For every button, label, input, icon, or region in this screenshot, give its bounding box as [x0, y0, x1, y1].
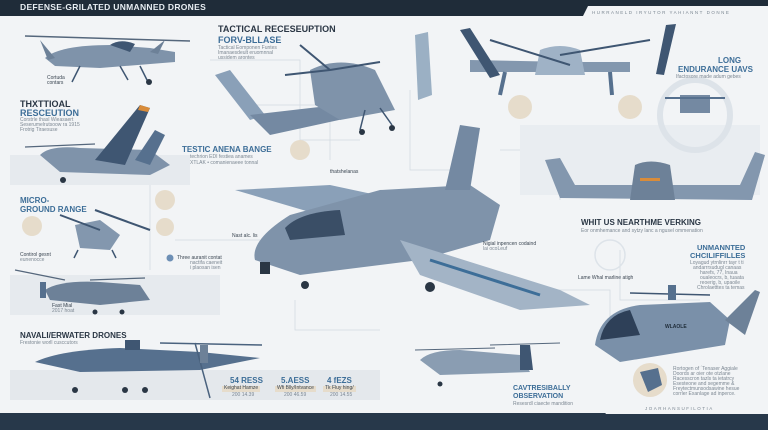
long-subtitle: Ifactosore made adum gebes	[676, 74, 741, 80]
cortuda-label: Cortuda	[47, 75, 65, 81]
naval-drone	[35, 340, 263, 399]
rescue-desc: Frotrig Tiraesuse	[20, 127, 58, 133]
fast-label: 2017 hoat	[52, 308, 75, 314]
long-title: ENDURANCE UAVS	[678, 65, 753, 74]
nigial-label: Nigial inpencen codaind	[483, 241, 537, 247]
quadrotor-drone-long-endurance	[460, 24, 676, 119]
testic-sub: techrion EDI festiea anames	[190, 154, 253, 160]
unmanned-desc: reoerig, b, upaoile	[700, 280, 741, 286]
unmanned-desc: oualeocrs, b, tuaata	[700, 275, 744, 281]
control-label: Contirol gesnt	[20, 252, 51, 258]
observation-title: OBSERVATION	[513, 393, 564, 400]
stat-label: Tk Fluy hing/	[323, 385, 356, 392]
footer-bar	[0, 413, 768, 430]
stat-label: Wfi Blly/Intvance	[275, 385, 316, 392]
unmanned-desc: Chrolaetttes ta temas	[697, 285, 745, 291]
fast-label: Fast Mial	[52, 303, 73, 309]
helicopter-drone-top-left	[24, 35, 191, 85]
helicopter-drone-unmanned	[595, 285, 760, 362]
tactical-title: TACTICAL RECESEUPTION	[218, 24, 336, 34]
ring	[657, 77, 733, 153]
nigial-label: lai ocoLeuf	[483, 246, 508, 252]
rortogen-desc: Doords ar oier ote otzlane	[673, 371, 731, 377]
three-label: i plaosan isen	[190, 265, 221, 271]
naval-subtitle: Frestonie worll cusccutors	[20, 340, 78, 346]
rescue-desc: Corstrle thasl Wieasaert	[20, 117, 74, 123]
stat-value: 4 fEZS	[327, 376, 352, 385]
footer-label: JOARHANSUFILOTIA	[645, 406, 714, 411]
rortogen-desc: Esesteone and segemme &	[673, 381, 735, 387]
long-title: LONG	[718, 56, 742, 65]
unmanned-desc: harefs, 77, Inaua	[700, 270, 738, 276]
whit-title: WHIT US NEARTHME VERKING	[581, 218, 701, 227]
lame-label: Lame Whal marline atigh	[578, 275, 634, 281]
stat-number: 200 14.55	[330, 392, 353, 398]
stat-number: 200 46.59	[284, 392, 307, 398]
page-title: DEFENSE-GRILATED UNMANNED DRONES	[20, 2, 207, 12]
observation-title: CAVTRESIBALLY	[513, 385, 571, 392]
tactical-desc: ussidem arontes	[218, 55, 255, 61]
control-label: eunenocce	[20, 257, 45, 263]
unmanned-title: UNMANNTED	[697, 243, 746, 252]
fixed-wing-drone-right	[545, 152, 765, 200]
stat-value: 54 RESS	[230, 376, 263, 385]
three-label: Three auranit contat	[177, 255, 222, 261]
rortogen-desc: Racesscron tazls ta ietatrcy	[673, 376, 735, 382]
stat-number: 200 14.39	[232, 392, 255, 398]
testic-sub: XTLAK • comanienaeee tonnal	[190, 160, 259, 166]
rescue-title: THXTTIOAL	[20, 99, 71, 109]
nast-label: Nast alc. lis	[232, 233, 258, 239]
small-quad-drone	[665, 95, 725, 113]
three-label: nactifa caeneit	[190, 260, 223, 266]
header-subpanel	[580, 6, 768, 22]
unmanned-desc: Loyagud ytrnlinrr tayr t ti	[690, 260, 744, 266]
observation-subtitle: Resesrdl ciaecte mandition	[513, 401, 574, 407]
naval-title: NAVALI/ERWATER DRONES	[20, 331, 127, 340]
rescue-desc: Seserumelrutsoow ra 1915	[20, 122, 80, 128]
micro-title: MICRO-	[20, 196, 50, 205]
unmanned-desc: andarrrsudugl canaas	[693, 265, 742, 271]
tactical-desc: Imanaesdeult eruomnnal	[218, 50, 274, 56]
panel	[10, 370, 380, 400]
thats-label: thatshelanas	[330, 169, 359, 175]
tactical-desc: Tactical Eomponen Funtes	[218, 45, 277, 51]
header-subtitle: HURRANELD IRYUTOR YAHIANNT DONNE	[592, 10, 731, 15]
helicopter-drone-observation	[414, 342, 561, 387]
testic-title: TESTIC ANENA BANGE	[182, 145, 272, 154]
footer-panel	[600, 406, 768, 414]
cortuda-label: contars	[47, 80, 64, 86]
jet-drone-rescue	[24, 105, 170, 183]
rescue-title: RESCEUTION	[20, 108, 80, 118]
helicopter-marking: WLAOLE	[665, 324, 687, 330]
tiltrotor-drone-tactical	[215, 32, 432, 135]
unmanned-title: CHCILIFFILLES	[690, 251, 746, 260]
tactical-subtitle: FORV-BLLASE	[218, 35, 282, 45]
header-bar	[0, 0, 768, 16]
stat-label: Keighat Hamze	[222, 385, 261, 392]
central-jet-drone	[235, 125, 590, 310]
micro-title: GROUND RANGE	[20, 205, 87, 214]
tiltrotor-drone-lower-left	[14, 269, 150, 315]
whit-subtitle: Eor onmhemance and sytzy lanc a ngusel o…	[581, 228, 703, 234]
stat-value: 5.AESS	[281, 376, 310, 385]
rortogen-desc: Rortogen of ´Tenaser Aggiale	[673, 366, 738, 372]
micro-tiltrotor-drone	[59, 209, 151, 259]
rortogen-desc: corrler Exanlage ad inperce.	[673, 391, 736, 397]
rortogen-desc: Freytectmunsodsawine hesue	[673, 386, 740, 392]
